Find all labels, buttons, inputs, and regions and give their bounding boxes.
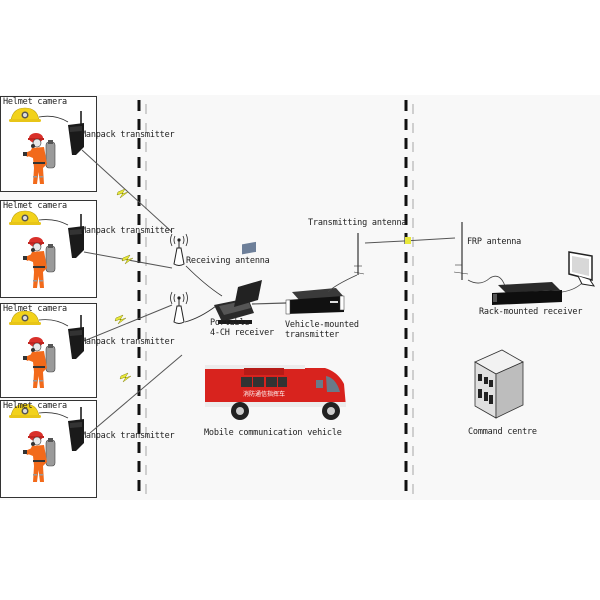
command-centre-icon [474, 349, 524, 419]
helmet-camera-label-2: Helmet camera [3, 201, 67, 211]
helmet-camera-label-1: Helmet camera [3, 97, 67, 107]
lightning-icon-3 [114, 314, 127, 325]
firefighter-icon-2 [22, 236, 56, 289]
manpack-transmitter-label-4: Manpack transmitter [81, 431, 175, 441]
transmitting-antenna-icon [353, 233, 365, 275]
lightning-icon-2 [121, 254, 134, 265]
portable-receiver-label-line1: Portable [210, 318, 250, 328]
manpack-transmitter-label-1: Manpack transmitter [81, 130, 175, 140]
vehicle-label: Mobile communication vehicle [204, 428, 342, 438]
vehicle-transmitter-label-line1: Vehicle-mounted [285, 320, 359, 330]
manpack-transmitter-label-3: Manpack transmitter [81, 337, 175, 347]
manpack-transmitter-label-2: Manpack transmitter [81, 226, 175, 236]
firefighter-icon-3 [22, 336, 56, 389]
lightning-icon-4 [119, 372, 132, 383]
command-centre-label: Command centre [468, 427, 537, 437]
rack-receiver-icon [492, 282, 562, 305]
fire-truck-icon [205, 365, 346, 420]
helmet-camera-icon-2 [8, 210, 42, 226]
link-unit4 [89, 354, 183, 434]
monitor-icon [568, 251, 596, 287]
helmet-camera-icon-1 [8, 107, 42, 123]
vehicle-sign-text: 消防通信指挥车 [243, 390, 285, 398]
rack-receiver-label: Rack-mounted receiver [479, 307, 583, 317]
portable-receiver-label-line2: 4-CH receiver [210, 328, 274, 338]
frp-antenna-icon [453, 222, 469, 280]
vehicle-transmitter-icon [285, 288, 345, 315]
helmet-camera-label-4: Helmet camera [3, 401, 67, 411]
vehicle-transmitter-label-line2: transmitter [285, 330, 340, 340]
receiving-antenna-icon-2 [170, 291, 188, 324]
manpack-transmitter-icon-2 [67, 213, 85, 259]
frp-antenna-label: FRP antenna [467, 237, 522, 247]
firefighter-icon-4 [22, 430, 56, 483]
portable-receiver-icon [214, 241, 262, 324]
manpack-transmitter-icon-4 [67, 406, 85, 452]
link-unit1 [81, 149, 173, 233]
helmet-camera-label-3: Helmet camera [3, 304, 67, 314]
link-unit3 [83, 304, 173, 342]
receiving-antenna-icon-1 [170, 233, 188, 266]
firefighter-icon-1 [22, 132, 56, 185]
receiving-antenna-label: Receiving antenna [186, 256, 270, 266]
transmitting-antenna-label: Transmitting antenna [308, 218, 407, 228]
lightning-icon-5 [405, 237, 411, 244]
